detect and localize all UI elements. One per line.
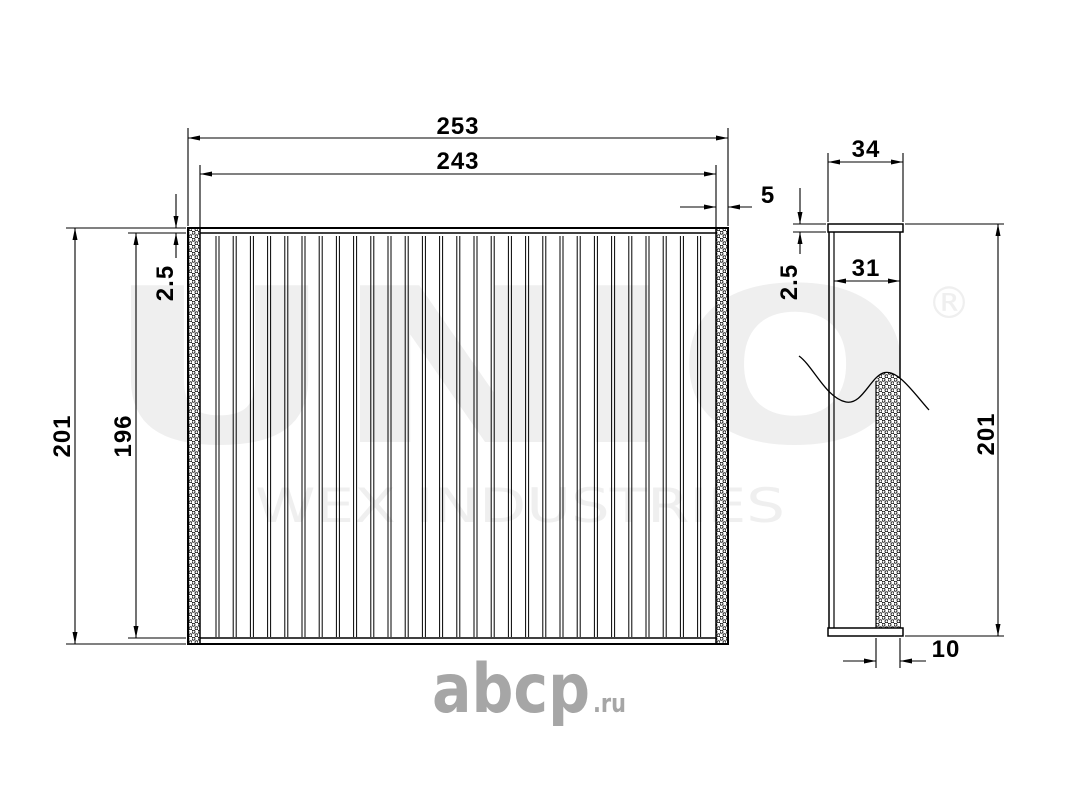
pleats: [215, 236, 702, 637]
pleat: [318, 236, 323, 637]
pleat: [232, 236, 237, 637]
dimension-overall-width: 253: [187, 113, 729, 226]
dimension-seal-width: 10: [843, 636, 961, 668]
pleat: [697, 236, 702, 637]
pleat: [645, 236, 650, 637]
pleat: [559, 236, 564, 637]
dimension-inner-depth: 31: [834, 255, 900, 284]
pleat: [542, 236, 547, 637]
dimension-label-34: 34: [852, 136, 881, 163]
pleat: [421, 236, 426, 637]
front-view: [187, 227, 729, 645]
pleat: [284, 236, 289, 637]
dimension-label-2-5-front: 2.5: [152, 265, 179, 301]
dimension-label-2-5-side: 2.5: [776, 264, 803, 300]
pleat: [249, 236, 254, 637]
dimension-label-201-front: 201: [49, 414, 76, 457]
pleat: [490, 236, 495, 637]
top-end-cap: [827, 223, 904, 233]
dimension-inner-width: 243: [199, 148, 717, 231]
dimension-overall-depth: 34: [827, 136, 904, 222]
logo-wordmark: abcp: [432, 650, 590, 729]
front-outer-frame: [187, 227, 729, 645]
left-side-seal: [187, 227, 201, 645]
pleat: [439, 236, 444, 637]
dimension-label-196: 196: [110, 414, 137, 457]
pleat: [456, 236, 461, 637]
break-line: [798, 355, 930, 411]
dimension-label-253: 253: [436, 113, 479, 140]
dimension-overall-height-side: 201: [905, 223, 1004, 637]
pleat: [370, 236, 375, 637]
watermark-brand: UNIO: [105, 242, 915, 493]
dimension-end-cap-thickness: 2.5: [776, 188, 826, 300]
pleat: [301, 236, 306, 637]
pleat: [215, 236, 220, 637]
watermark: UNIO ® WEX INDUSTRIES: [105, 242, 971, 534]
pleat: [662, 236, 667, 637]
pleat: [593, 236, 598, 637]
pleat: [473, 236, 478, 637]
pleat: [628, 236, 633, 637]
abcp-logo: abcp .ru: [432, 650, 626, 729]
watermark-company: WEX INDUSTRIES: [255, 479, 785, 534]
pleat: [387, 236, 392, 637]
dimension-overall-height-front: 201: [49, 227, 186, 645]
pleat: [576, 236, 581, 637]
dimension-label-31: 31: [852, 255, 881, 282]
dimension-label-5: 5: [761, 182, 775, 209]
pleat: [507, 236, 512, 637]
pleat: [335, 236, 340, 637]
dimension-label-243: 243: [436, 148, 479, 175]
dimension-frame-thickness: 2.5: [152, 194, 179, 301]
dimension-label-10: 10: [932, 636, 961, 663]
dimension-inner-height: 196: [110, 232, 186, 639]
side-seal-hatch-fill: [876, 372, 900, 628]
pleat: [611, 236, 616, 637]
bottom-end-cap: [827, 627, 904, 637]
logo-domain-suffix: .ru: [593, 689, 626, 719]
side-view: [798, 223, 930, 637]
right-side-seal: [715, 227, 729, 645]
dimension-side-seal-width: 5: [680, 182, 775, 210]
pleat: [679, 236, 684, 637]
pleat: [353, 236, 358, 637]
pleat: [525, 236, 530, 637]
dimension-label-201-side: 201: [973, 412, 1000, 455]
side-seal-hatch: [876, 372, 900, 628]
watermark-registered-mark: ®: [927, 278, 971, 329]
pleat: [267, 236, 272, 637]
pleat: [404, 236, 409, 637]
dimensions: 253 243 5 2.5 201 196: [49, 113, 1004, 668]
